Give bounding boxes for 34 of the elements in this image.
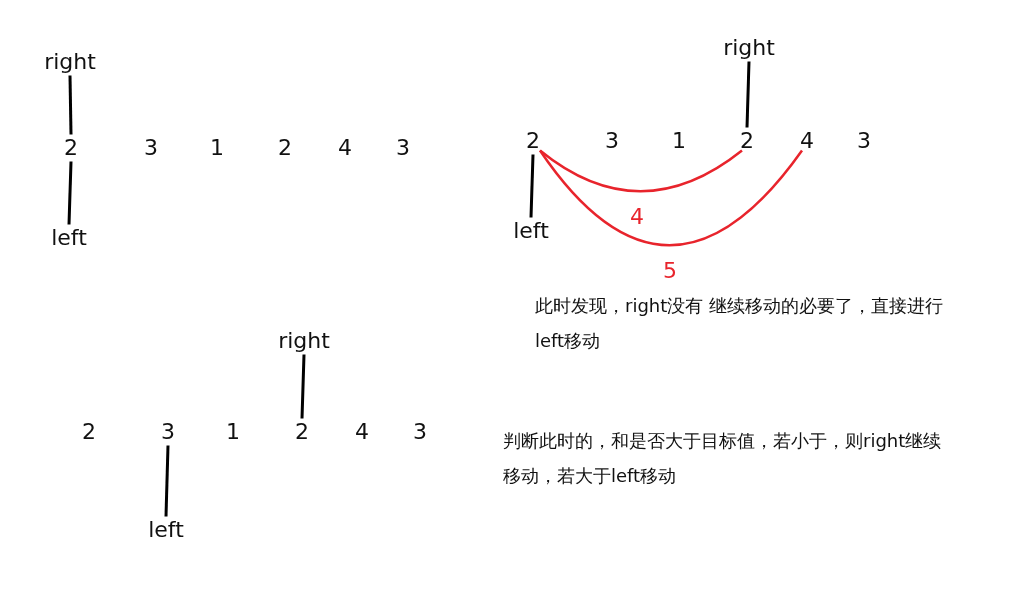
pointer-label: right (723, 36, 775, 60)
note-text: 此时发现，right没有 继续移动的必要了，直接进行left移动 (535, 294, 944, 353)
leader-line (300, 354, 306, 419)
array-element: 1 (672, 129, 686, 153)
array-element: 3 (413, 420, 427, 444)
leader-line (164, 445, 170, 517)
array-element: 2 (740, 129, 754, 153)
curve-line (539, 149, 803, 247)
pointer-label: left (51, 226, 87, 250)
leader-line (67, 161, 73, 225)
leader-line (529, 154, 535, 218)
array-element: 2 (64, 136, 78, 160)
array-element: 3 (605, 129, 619, 153)
array-element: 4 (338, 136, 352, 160)
pointer-label: left (148, 518, 184, 542)
array-element: 2 (278, 136, 292, 160)
array-element: 3 (161, 420, 175, 444)
array-element: 2 (82, 420, 96, 444)
note-text: 判断此时的，和是否大于目标值，若小于，则right继续移动，若大于left移动 (503, 429, 943, 488)
pointer-label: right (278, 329, 330, 353)
array-element: 1 (210, 136, 224, 160)
array-element: 3 (396, 136, 410, 160)
array-element: 2 (526, 129, 540, 153)
curve-line (539, 149, 743, 193)
array-element: 4 (800, 129, 814, 153)
leader-line (745, 61, 751, 128)
array-element: 1 (226, 420, 240, 444)
array-element: 3 (144, 136, 158, 160)
pointer-label: left (513, 219, 549, 243)
leader-line (68, 75, 73, 135)
array-element: 2 (295, 420, 309, 444)
pointer-label: right (44, 50, 96, 74)
array-element: 3 (857, 129, 871, 153)
array-element: 4 (355, 420, 369, 444)
